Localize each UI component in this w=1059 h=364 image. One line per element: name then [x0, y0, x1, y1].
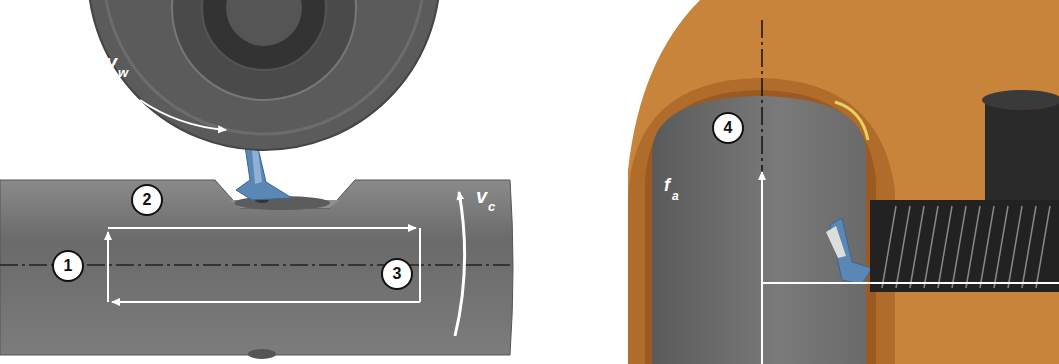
symbol-subscript: a	[672, 190, 679, 202]
velocity-symbol: f	[664, 176, 670, 194]
velocity-symbol: v	[476, 186, 487, 206]
callout-number: 3	[381, 258, 413, 290]
symbol-subscript: c	[488, 200, 495, 213]
callout-text: 1	[64, 258, 73, 274]
callout-text: 4	[724, 120, 733, 136]
callout-text: 2	[143, 192, 152, 208]
symbol-subscript: w	[118, 66, 128, 79]
velocity-symbol: v	[106, 52, 117, 72]
callout-text: 3	[393, 266, 402, 282]
callout-number: 1	[52, 250, 84, 282]
callout-number: 2	[131, 184, 163, 216]
callout-number: 4	[712, 112, 744, 144]
